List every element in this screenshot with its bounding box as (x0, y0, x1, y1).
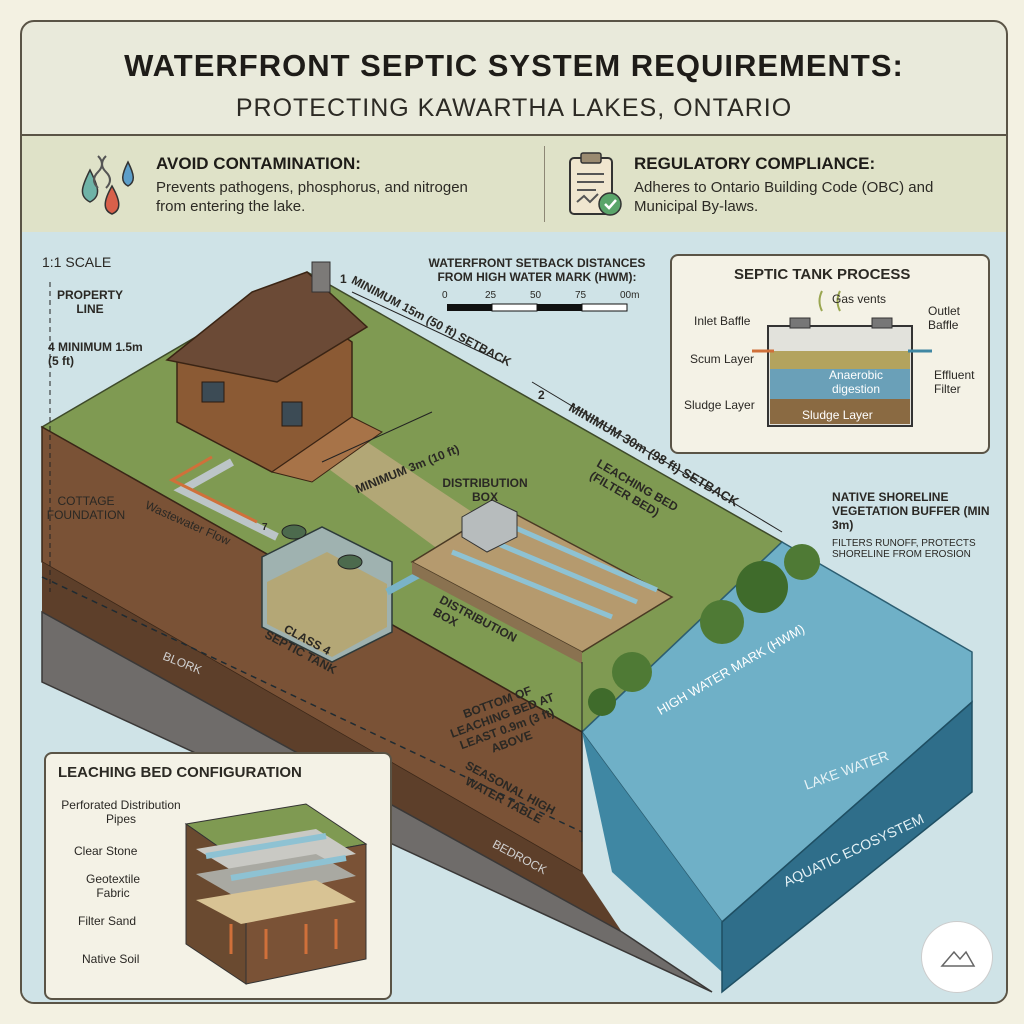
logo-badge (922, 922, 992, 992)
septic-tank-process-inset: SEPTIC TANK PROCESS Gas vents Inlet Baff… (670, 254, 990, 454)
gas-vents-label: Gas vents (832, 292, 887, 306)
contamination-heading: AVOID CONTAMINATION: (156, 154, 361, 173)
distribution-box-top-label: DISTRIBUTION BOX (442, 476, 528, 504)
shoreline-title: NATIVE SHORELINE VEGETATION BUFFER (MIN … (832, 490, 990, 532)
outlet-baffle-label: Outlet Baffle (928, 304, 961, 332)
poster-frame: WATERFRONT SEPTIC SYSTEM REQUIREMENTS: P… (20, 20, 1008, 1004)
footpath (292, 432, 502, 552)
scum-layer-label: Scum Layer (690, 352, 755, 366)
cottage-foundation-label: COTTAGE FOUNDATION (46, 494, 126, 522)
setback-title: WATERFRONT SETBACK DISTANCES FROM HIGH W… (428, 256, 646, 284)
septic-tank (261, 524, 393, 663)
marker-1: 1 (340, 272, 347, 286)
water-drops-dna-icon (81, 155, 134, 215)
leaching-bed-inset: LEACHING BED CONFIGURATION Perforated Di… (44, 752, 392, 1000)
sludge-layer-inner-label: Sludge Layer (802, 408, 873, 422)
page-title: WATERFRONT SEPTIC SYSTEM REQUIREMENTS: (124, 48, 904, 83)
lake-front (721, 700, 973, 994)
min-property-label: 4 MINIMUM 1.5m (5 ft) (48, 340, 143, 368)
scale-tick-25: 25 (485, 290, 497, 301)
contamination-info: AVOID CONTAMINATION: Prevents pathogens,… (156, 154, 486, 216)
leaching-bed (410, 499, 674, 664)
setback-30-line (531, 381, 783, 533)
leaching-bed-diagram (184, 803, 368, 985)
clipboard-check-icon (569, 152, 622, 216)
property-line-label: PROPERTY LINE (56, 288, 123, 316)
sludge-layer-left-label: Sludge Layer (684, 398, 755, 412)
effluent-filter-label: Effluent Filter (934, 368, 975, 396)
tank-process-diagram (752, 290, 932, 427)
cross-section-scene: 1:1 SCALE PROPERTY LINE 4 MINIMUM 1.5m (… (22, 232, 1006, 1002)
scale-label: 1:1 SCALE (42, 254, 112, 270)
scale-tick-50: 50 (530, 290, 542, 301)
page-subtitle: PROTECTING KAWARTHA LAKES, ONTARIO (235, 94, 793, 122)
setback-scale-bar (447, 303, 628, 312)
contamination-text: Prevents pathogens, phosphorus, and nitr… (156, 179, 468, 215)
shoreline-desc: FILTERS RUNOFF, PROTECTS SHORELINE FROM … (832, 538, 976, 560)
water-table-line (41, 576, 583, 833)
compliance-heading: REGULATORY COMPLIANCE: (634, 154, 876, 173)
wastewater-pipe (173, 458, 279, 541)
compliance-text: Adheres to Ontario Building Code (OBC) a… (634, 179, 934, 215)
shoreline-vegetation (588, 544, 820, 716)
cottage (165, 261, 383, 483)
scale-tick-100: 00m (620, 290, 640, 301)
scale-tick-75: 75 (575, 290, 587, 301)
soil-lower (42, 562, 622, 932)
info-band: AVOID CONTAMINATION: Prevents pathogens,… (22, 134, 1006, 234)
anaerobic-label: Anaerobic digestion (828, 368, 884, 396)
perforated-pipes-label: Perforated Distribution Pipes (61, 798, 181, 826)
lake-body (582, 732, 722, 972)
native-soil-label: Native Soil (82, 952, 140, 966)
mountain-logo-icon (940, 950, 976, 967)
setback-3-line (321, 411, 433, 463)
setback-15-line (351, 291, 503, 363)
clear-stone-label: Clear Stone (74, 844, 138, 858)
inlet-baffle-label: Inlet Baffle (694, 314, 751, 328)
flow-arrow-1 (168, 455, 258, 524)
scale-tick-0: 0 (442, 290, 448, 301)
marker-2: 2 (538, 388, 545, 402)
bed-inset-title: LEACHING BED CONFIGURATION (58, 764, 302, 781)
marker-7: 7 (262, 522, 268, 533)
filter-sand-label: Filter Sand (78, 914, 137, 928)
geotextile-fabric-label: Geotextile Fabric (85, 872, 141, 900)
compliance-info: REGULATORY COMPLIANCE: Adheres to Ontari… (634, 154, 964, 216)
band-divider (544, 146, 545, 222)
tank-inset-title: SEPTIC TANK PROCESS (734, 266, 911, 283)
